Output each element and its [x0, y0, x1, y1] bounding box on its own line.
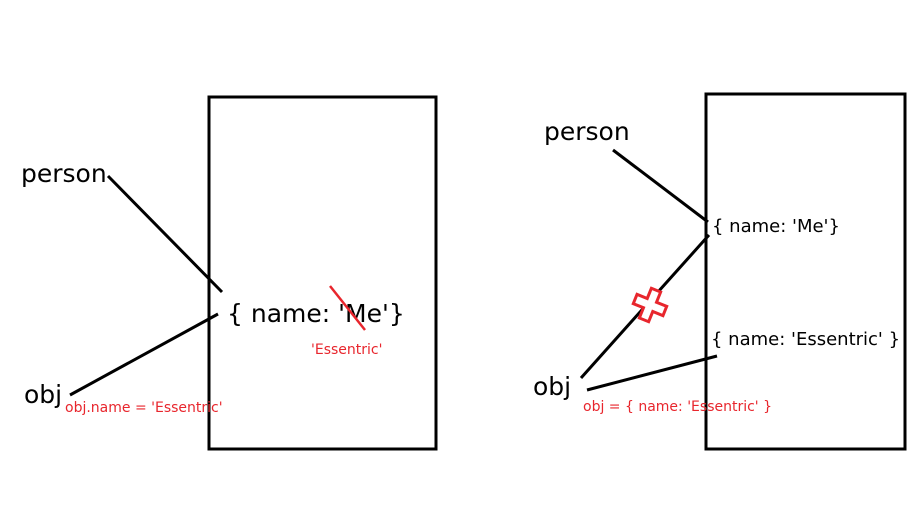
red-cross-icon — [631, 286, 669, 324]
strike-through-line — [329, 285, 366, 331]
right-person-arrow — [612, 148, 709, 224]
left-new-value-label: 'Essentric' — [311, 342, 382, 358]
right-panel: person { name: 'Me'} { name: 'Essentric'… — [533, 92, 907, 451]
right-assignment-label: obj = { name: 'Essentric' } — [583, 399, 772, 415]
right-object-me-label: { name: 'Me'} — [712, 216, 840, 237]
left-panel: person { name: 'Me'} 'Essentric' obj obj… — [21, 95, 438, 451]
left-object-label: { name: 'Me'} — [227, 299, 405, 328]
left-obj-label: obj — [24, 380, 62, 409]
right-memory-box — [704, 92, 907, 451]
right-obj-label: obj — [533, 372, 571, 401]
left-assignment-label: obj.name = 'Essentric' — [65, 400, 223, 416]
left-person-arrow — [106, 174, 224, 294]
left-obj-arrow — [69, 312, 219, 397]
right-obj-new-arrow — [586, 354, 718, 392]
right-object-essentric-label: { name: 'Essentric' } — [711, 329, 900, 350]
left-memory-box — [207, 95, 438, 451]
right-person-label: person — [544, 117, 630, 146]
left-person-label: person — [21, 159, 107, 188]
